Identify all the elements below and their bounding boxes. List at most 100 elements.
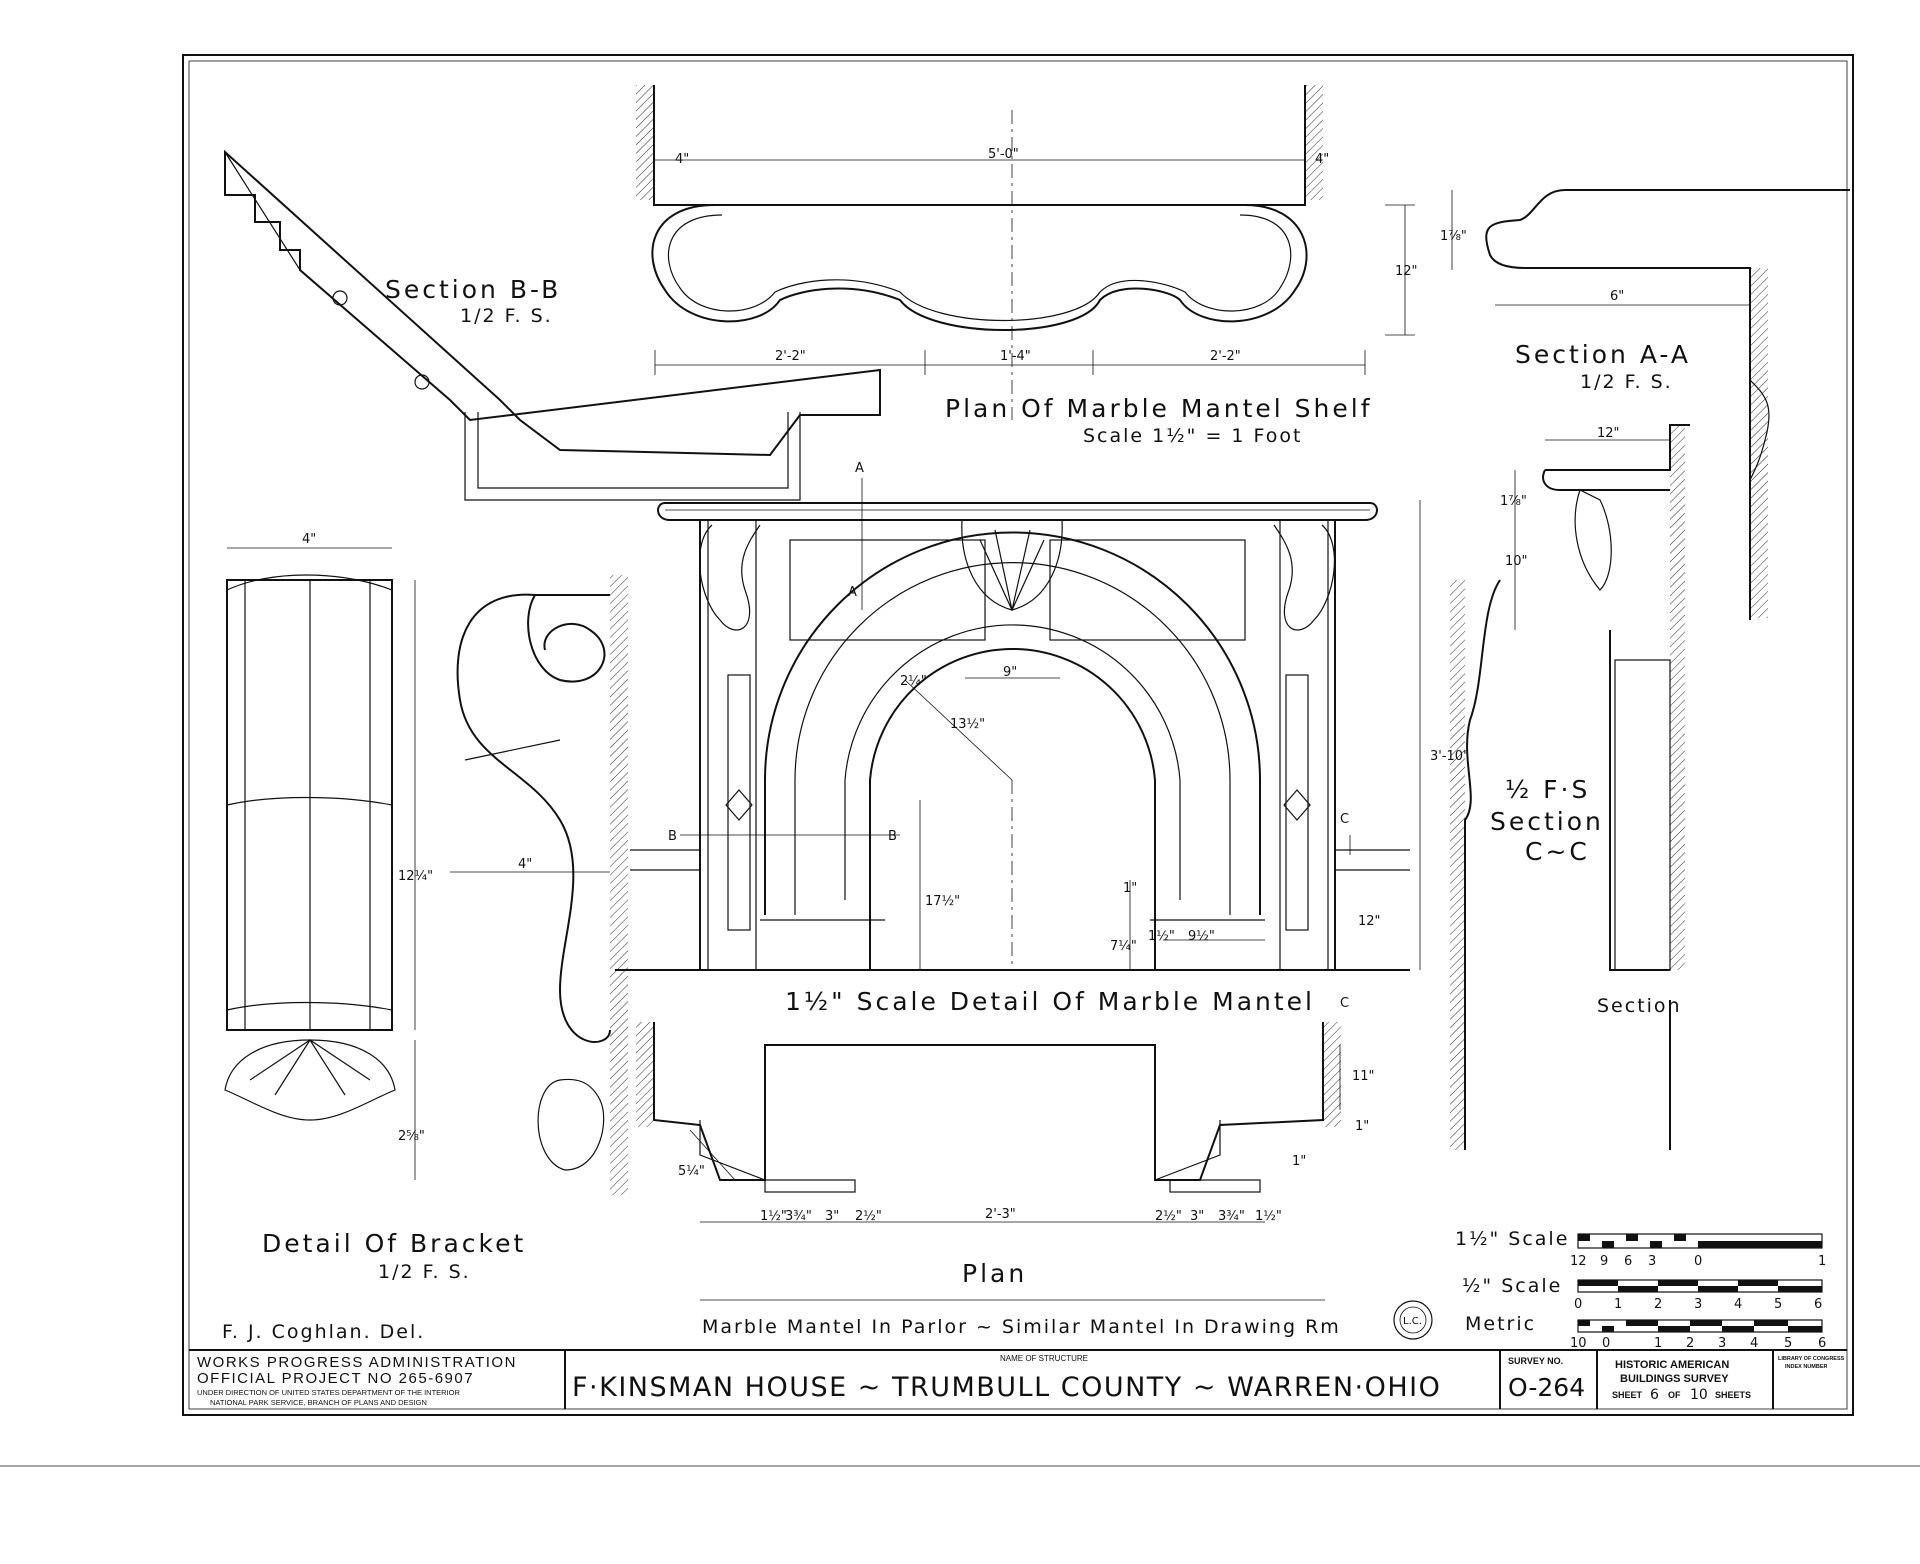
- scale-3-label: Metric: [1465, 1313, 1536, 1335]
- dim-bracket-height: 12¼": [398, 869, 433, 884]
- title-block-frame: [189, 1349, 1847, 1409]
- tb-agency-3: UNDER DIRECTION OF UNITED STATES DEPARTM…: [197, 1388, 461, 1397]
- scale-2-tick: 0: [1574, 1297, 1582, 1312]
- scale-1-tick: 6: [1624, 1254, 1632, 1269]
- tb-habs-1: HISTORIC AMERICAN: [1615, 1359, 1729, 1371]
- graphic-scale-1: [1577, 1233, 1823, 1249]
- tb-loc-2: INDEX NUMBER: [1785, 1364, 1828, 1370]
- scale-2-tick: 1: [1614, 1297, 1622, 1312]
- drawing-caption: Marble Mantel In Parlor ~ Similar Mantel…: [702, 1316, 1341, 1338]
- scale-1-tick: 1: [1818, 1254, 1826, 1269]
- dim-fillet: 1½": [1148, 929, 1175, 944]
- dim-sec-aa-width: 6": [1610, 289, 1624, 304]
- dim-plan-left-b: 3¾": [785, 1209, 812, 1224]
- tb-habs-2: BUILDINGS SURVEY: [1620, 1373, 1729, 1385]
- section-title: Section: [1597, 995, 1682, 1017]
- delineator: F. J. Coghlan. Del.: [222, 1321, 425, 1343]
- scale-1-tick: 3: [1648, 1254, 1656, 1269]
- tb-survey-label: SURVEY NO.: [1508, 1356, 1563, 1366]
- dim-base-height: 7¼": [1110, 939, 1137, 954]
- dim-bracket-foot: 2⅝": [398, 1129, 425, 1144]
- scale-3-tick: 10: [1570, 1336, 1587, 1351]
- loc-seal: L.C.: [1393, 1300, 1433, 1340]
- scale-2-tick: 2: [1654, 1297, 1662, 1312]
- tb-structure-name: F·KINSMAN HOUSE ~ TRUMBULL COUNTY ~ WARR…: [572, 1372, 1441, 1403]
- scale-2-tick: 5: [1774, 1297, 1782, 1312]
- section-cc-scale: ½ F·S: [1505, 775, 1590, 804]
- scale-3-tick: 3: [1718, 1336, 1726, 1351]
- dim-shelf-end-right: 4": [1315, 152, 1329, 167]
- dim-plan-return: 5¼": [678, 1164, 705, 1179]
- scale-3-ticks: 10 0 1 2 3 4 5 6: [1570, 1336, 1826, 1351]
- dim-plan-right-c: 3¾": [1218, 1209, 1245, 1224]
- plan-shelf-title: Plan Of Marble Mantel Shelf: [945, 394, 1373, 423]
- dim-sec-cc-thick: 1⅞": [1500, 494, 1527, 509]
- scale-1-tick: 9: [1600, 1254, 1608, 1269]
- scale-2-tick: 4: [1734, 1297, 1742, 1312]
- mark-b-right: B: [888, 829, 897, 844]
- section-cc-drawing: [1450, 424, 1690, 1150]
- tb-agency-4: NATIONAL PARK SERVICE, BRANCH OF PLANS A…: [210, 1398, 427, 1407]
- scale-2-label: ½" Scale: [1462, 1275, 1562, 1297]
- tb-name-label: NAME OF STRUCTURE: [1000, 1354, 1088, 1363]
- dim-plan-right-b: 3": [1190, 1209, 1204, 1224]
- tb-sheet-suffix: SHEETS: [1715, 1390, 1751, 1400]
- dim-plan-left-c: 3": [825, 1209, 839, 1224]
- scale-3-tick: 1: [1654, 1336, 1662, 1351]
- tb-agency-1: WORKS PROGRESS ADMINISTRATION: [197, 1354, 517, 1371]
- dim-plan-depth: 11": [1352, 1069, 1375, 1084]
- dim-wainscot: 12": [1358, 914, 1381, 929]
- scale-2-ticks: 0 1 2 3 4 5 6: [1574, 1297, 1822, 1312]
- tb-sheet-of: OF: [1668, 1390, 1681, 1400]
- dim-plan-opening: 2'-3": [985, 1207, 1016, 1222]
- dim-sec-cc-shelf: 12": [1597, 426, 1620, 441]
- mark-b-left: B: [668, 829, 677, 844]
- dim-arch-radius: 13½": [950, 717, 985, 732]
- plan-of-shelf-drawing: [636, 85, 1415, 420]
- dim-bracket-width: 4": [302, 532, 316, 547]
- plan-shelf-scale: Scale 1½" = 1 Foot: [1083, 425, 1302, 447]
- mark-a-lower: A: [848, 585, 857, 600]
- section-cc-title-2: C~C: [1525, 837, 1590, 866]
- detail-bracket-drawing: [224, 547, 628, 1195]
- dim-plan-right-a: 2½": [1155, 1209, 1182, 1224]
- sheet-border: [182, 54, 1854, 1416]
- scale-2-tick: 6: [1814, 1297, 1822, 1312]
- scale-1-ticks: 12 9 6 3 0 1: [1570, 1254, 1826, 1269]
- plan-title: Plan: [962, 1259, 1027, 1288]
- dim-bracket-depth: 4": [518, 857, 532, 872]
- tb-loc-1: LIBRARY OF CONGRESS: [1778, 1356, 1845, 1362]
- dim-arch-span: 9": [1003, 665, 1017, 680]
- mark-c-top: C: [1340, 812, 1349, 827]
- scale-1-label: 1½" Scale: [1455, 1228, 1569, 1250]
- mark-c-bottom: C: [1340, 996, 1349, 1011]
- section-bb-drawing: [224, 149, 881, 501]
- plan-drawing: [636, 1022, 1341, 1301]
- scale-1-tick: 12: [1570, 1254, 1587, 1269]
- scale-3-tick: 6: [1818, 1336, 1826, 1351]
- tb-agency-2: OFFICIAL PROJECT NO 265-6907: [197, 1370, 474, 1387]
- detail-mantel-title: 1½" Scale Detail Of Marble Mantel: [785, 987, 1315, 1016]
- tb-survey-no: O-264: [1508, 1373, 1585, 1402]
- dim-opening-jamb: 9½": [1188, 929, 1215, 944]
- section-bb-title: Section B-B: [385, 275, 561, 304]
- scale-3-tick: 2: [1686, 1336, 1694, 1351]
- dim-plan-small-2: 1": [1292, 1154, 1306, 1169]
- dim-shelf-seg-left: 2'-2": [775, 349, 806, 364]
- mark-a-top: A: [855, 461, 864, 476]
- dim-shelf-end-left: 4": [675, 152, 689, 167]
- dim-pier-height: 17½": [925, 894, 960, 909]
- dim-plinth: 1": [1123, 881, 1137, 896]
- scale-3-tick: 5: [1784, 1336, 1792, 1351]
- scale-2-tick: 3: [1694, 1297, 1702, 1312]
- mantel-elevation-drawing: [615, 478, 1421, 971]
- graphic-scale-2: [1577, 1279, 1823, 1293]
- dim-shelf-width: 5'-0": [988, 147, 1019, 162]
- section-aa-scale: 1/2 F. S.: [1580, 371, 1673, 393]
- scale-1-tick: 0: [1694, 1254, 1702, 1269]
- scale-3-tick: 4: [1750, 1336, 1758, 1351]
- detail-bracket-scale: 1/2 F. S.: [378, 1261, 471, 1283]
- dim-shelf-seg-right: 2'-2": [1210, 349, 1241, 364]
- scale-3-tick: 0: [1602, 1336, 1610, 1351]
